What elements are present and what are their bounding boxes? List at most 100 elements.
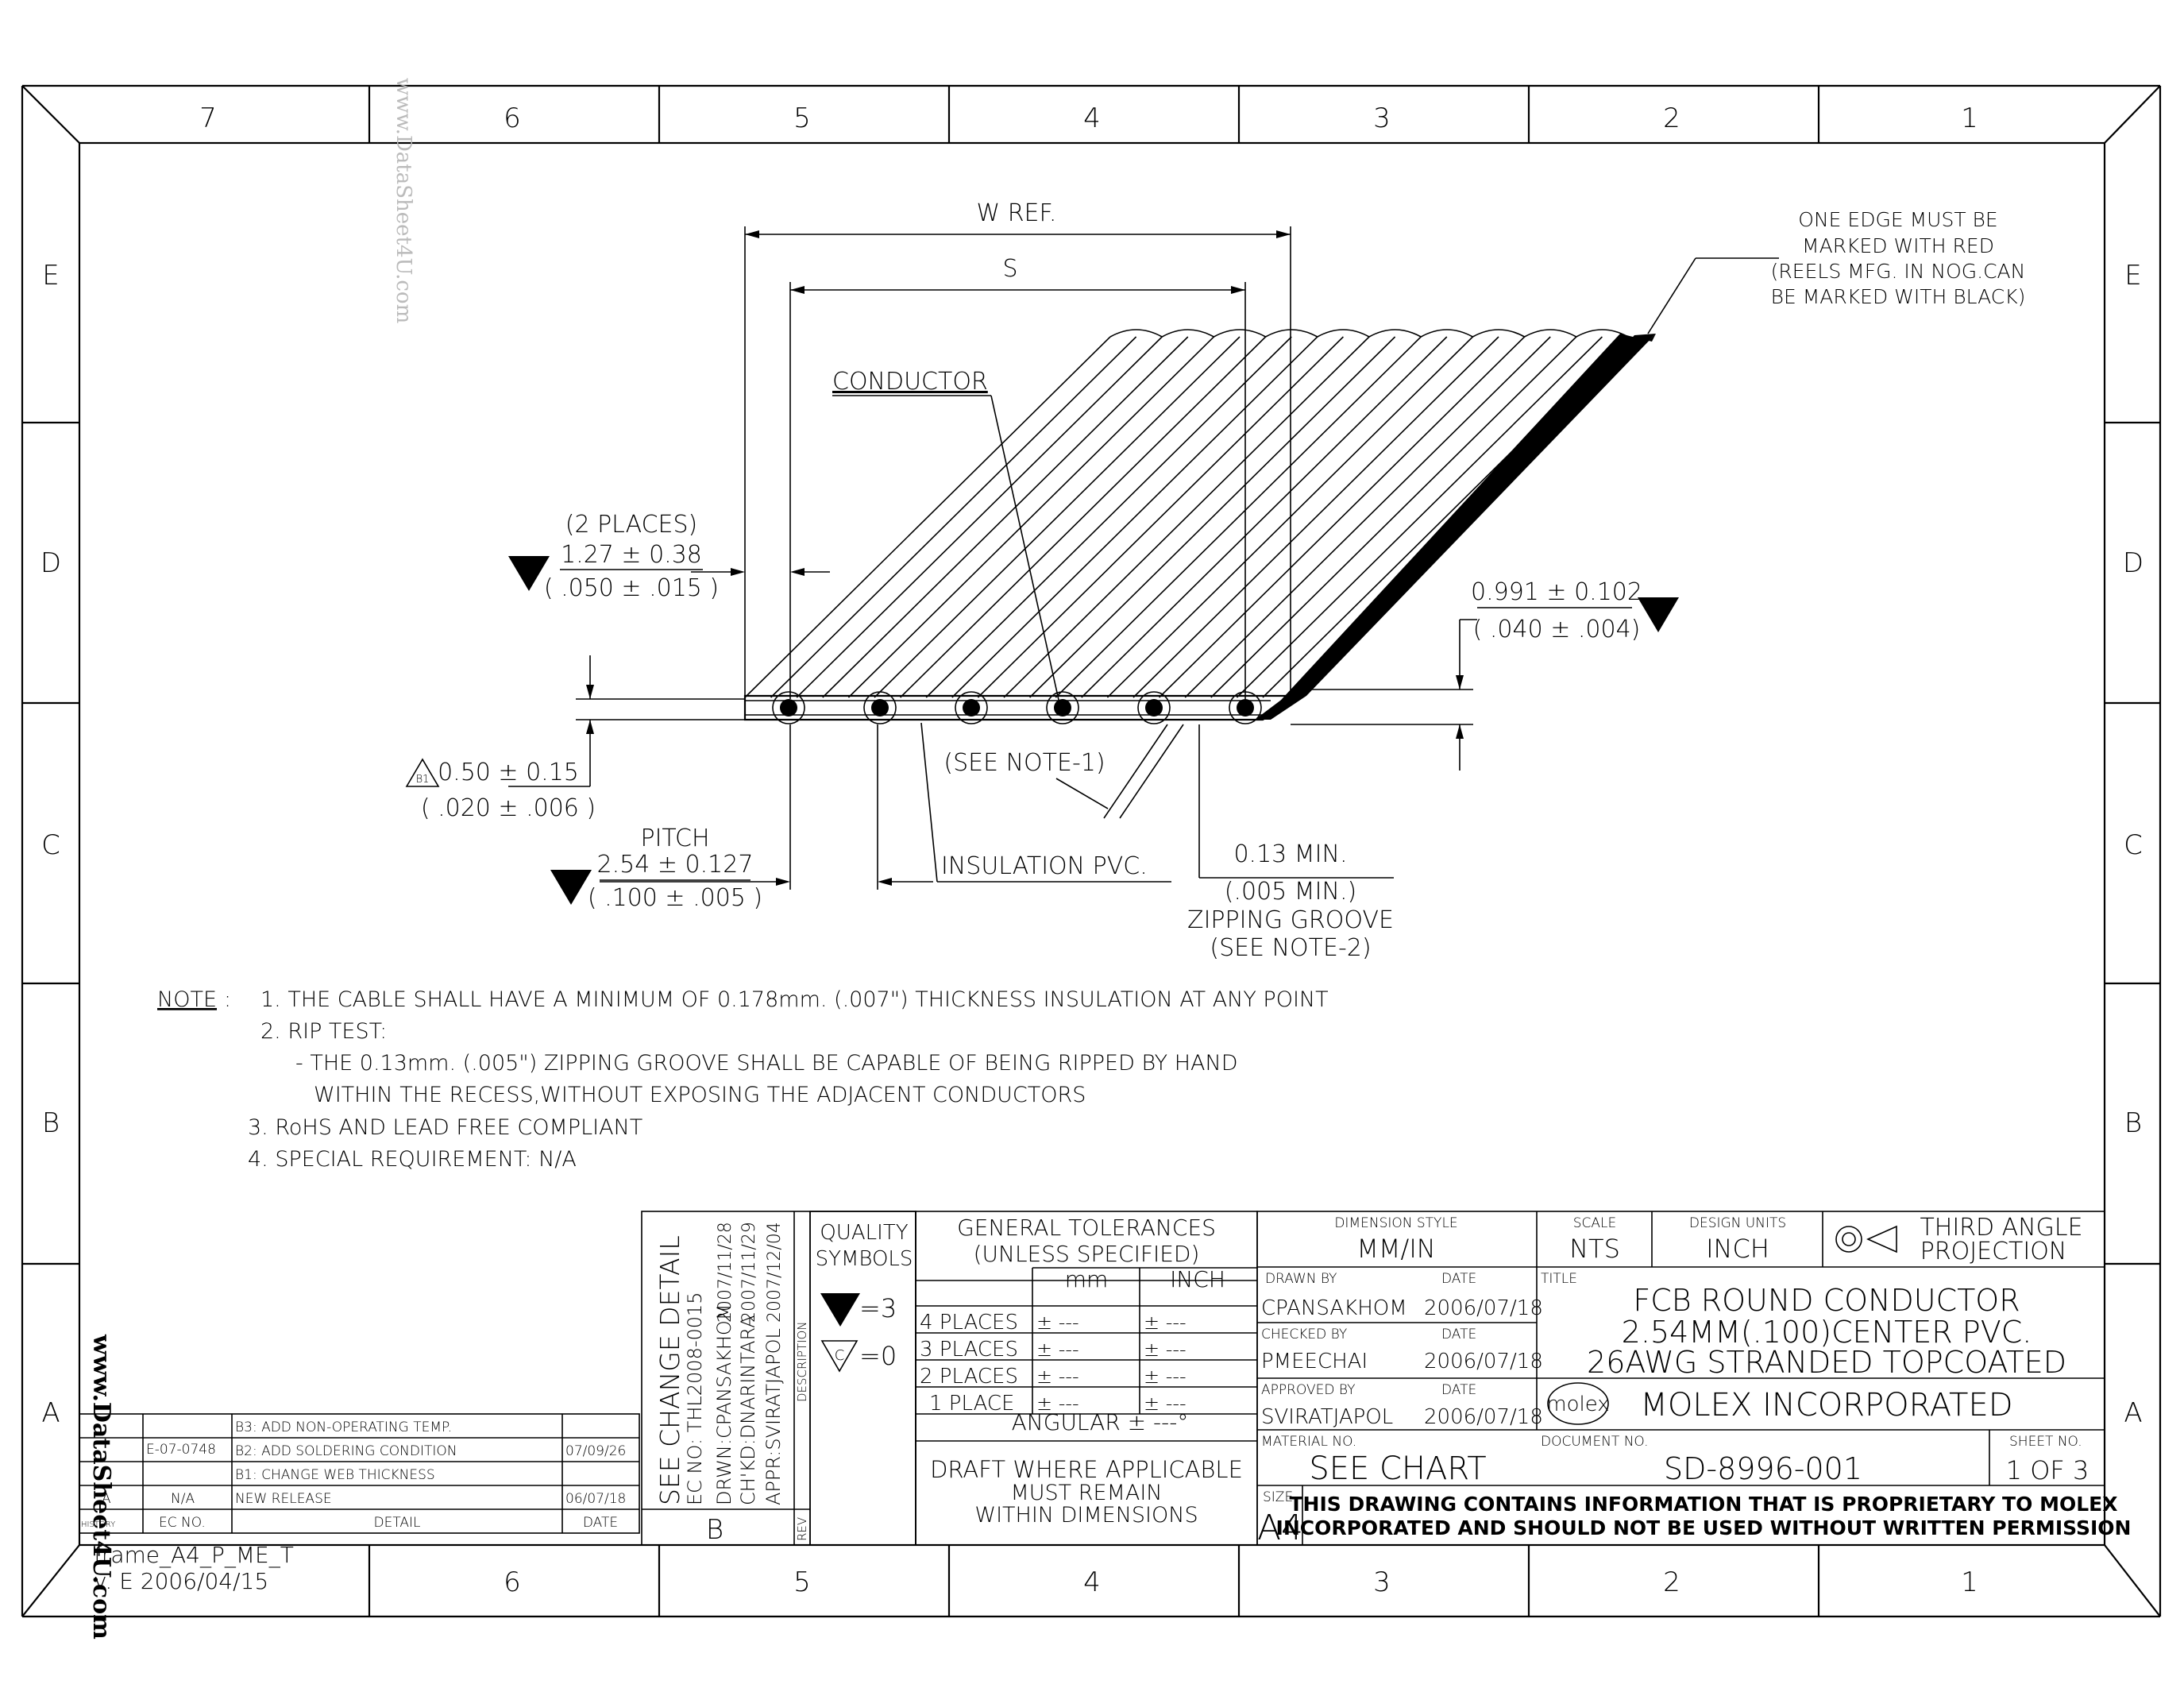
draft-line-1: DRAFT WHERE APPLICABLE [930,1456,1243,1483]
revision-header-ec: EC NO. [159,1515,206,1531]
s-label: S [1002,255,1017,283]
scale-label: SCALE [1573,1215,1617,1231]
dim-0-50: 0.50 ± 0.15 [438,759,579,786]
conductor-insulation [1137,691,1171,724]
revision-table: E-07-0748 B3: ADD NON-OPERATING TEMP. B2… [79,1413,640,1534]
cable-strand-line [951,336,1318,698]
description-label: DESCRIPTION [795,1321,809,1402]
cable-strand-line [925,336,1292,698]
dim-0-020: ( .020 ± .006 ) [421,794,596,822]
tolerance-row-mm: ± --- [1036,1393,1079,1415]
cable-strand-line [1003,336,1370,698]
title-block: DIMENSION STYLE MM/IN SCALE NTS DESIGN U… [1256,1211,2132,1548]
tolerance-row-inch: ± --- [1144,1338,1187,1361]
change-detail-appr-date: 2007/12/04 [765,1222,785,1323]
revision-detail: B3: ADD NON-OPERATING TEMP. [235,1420,452,1435]
tolerances-title-2: (UNLESS SPECIFIED) [974,1241,1200,1267]
note-line-3: - THE 0.13mm. (.005") ZIPPING GROOVE SHA… [295,1051,1237,1076]
checked-date: 2006/07/18 [1424,1350,1543,1373]
dim-1-27: 1.27 ± 0.38 [561,541,702,569]
col-label-top-3: 3 [1373,102,1391,134]
note-line-6: 4. SPECIAL REQUIREMENT: N/A [248,1147,577,1172]
edge-note-line-2: MARKED WITH RED [1802,234,1994,257]
row-label-left-B: B [42,1107,60,1139]
tolerance-row-label: 1 PLACE [929,1392,1014,1416]
revision-ec: E-07-0748 [146,1442,216,1458]
revision-rev: A [102,1491,111,1507]
cable-strand-line [1055,336,1422,698]
min-0-005: (.005 MIN.) [1225,878,1356,906]
quality-triangle-outline-icon [820,1340,859,1373]
edge-note-line-1: ONE EDGE MUST BE [1798,208,1997,231]
revision-header-detail: DETAIL [373,1515,420,1531]
sheet-label: SHEET NO. [2009,1434,2082,1450]
dim-0-100: ( .100 ± .005 ) [588,884,762,912]
cable-strand-line [1236,336,1603,698]
edge-note-line-4: BE MARKED WITH BLACK) [1771,285,2026,308]
conductors [772,691,1262,724]
projection-line-2: PROJECTION [1920,1238,2067,1265]
tolerance-row-mm: ± --- [1036,1365,1079,1388]
size-value: A4 [1257,1508,1303,1548]
conductor-insulation [863,691,897,724]
col-label-top-6: 6 [504,102,521,134]
cable-strand-line [1133,336,1499,698]
projection-line-1: THIRD ANGLE [1920,1214,2082,1242]
note-colon: : [224,987,231,1012]
document-number: SD-8996-001 [1664,1451,1862,1486]
col-label-bottom-4: 4 [1083,1566,1101,1598]
quality-triangle-icon [550,870,592,905]
tolerance-row-label: 2 PLACES [920,1365,1018,1389]
note-line-1: 1. THE CABLE SHALL HAVE A MINIMUM OF 0.1… [260,987,1329,1012]
min-0-13: 0.13 MIN. [1233,840,1347,868]
conductor-label: CONDUCTOR [832,368,988,396]
see-note-1: (SEE NOTE-1) [943,749,1105,777]
quality-symbols: QUALITY SYMBOLS =3 C =0 [809,1211,916,1546]
cable-strand-line [796,336,1163,698]
watermark-left: www.DataSheet4U.com [87,1334,115,1640]
cable-strand-line [822,336,1189,698]
cable-strand-line [1081,336,1448,698]
tolerances-col-inch: INCH [1170,1266,1225,1292]
dim-style-value: MM/IN [1356,1234,1435,1264]
change-detail-chkd: CH'KD:DNARINTARA [737,1315,759,1505]
revision-header-history: HISTORY [81,1520,115,1529]
approved-by: SVIRATJAPOL [1261,1405,1393,1429]
molex-logo: molex [1546,1393,1609,1416]
sheet-number: 1 OF 3 [2006,1455,2089,1485]
conductor-core [1054,699,1071,717]
see-note-2: (SEE NOTE-2) [1210,934,1371,962]
col-label-bottom-1: 1 [1961,1566,1978,1598]
tolerance-row-inch: ± --- [1144,1393,1187,1415]
revision-detail: B2: ADD SOLDERING CONDITION [235,1443,457,1459]
cable-strand-line [744,336,1111,698]
quality-sym-2: =0 [859,1341,897,1371]
checked-date-label: DATE [1441,1327,1476,1342]
rev-value: B [706,1514,723,1546]
material-value: SEE CHART [1309,1450,1486,1487]
col-label-bottom-3: 3 [1373,1566,1391,1598]
proprietary-line-2: INCORPORATED AND SHOULD NOT BE USED WITH… [1276,1516,2132,1539]
molex-logo-icon [1547,1382,1609,1425]
cable-strand-line [1210,336,1577,698]
tolerances-block: GENERAL TOLERANCES (UNLESS SPECIFIED) mm… [915,1211,1258,1546]
design-units-label: DESIGN UNITS [1689,1215,1786,1231]
col-label-bottom-5: 5 [793,1566,811,1598]
tolerances-col-mm: mm [1065,1266,1109,1292]
row-label-left-C: C [41,829,60,861]
row-label-right-C: C [2124,829,2143,861]
row-label-left-E: E [42,260,59,292]
tolerance-row-label: 3 PLACES [920,1338,1018,1362]
change-detail-chkd-date: 2007/11/29 [739,1222,759,1323]
draft-line-2: MUST REMAIN [1010,1481,1162,1505]
tolerance-angular: ANGULAR ± ---° [1012,1409,1189,1435]
approved-date: 2006/07/18 [1424,1405,1543,1429]
col-label-bottom-6: 6 [504,1566,521,1598]
col-label-bottom-2: 2 [1663,1566,1680,1598]
conductor-core [871,699,889,717]
change-detail-drwn-date: 2007/11/28 [716,1222,735,1323]
frame-info-line-2: v. E 2006/04/15 [94,1568,268,1594]
cable-strand-line [900,336,1267,698]
two-places-label: (2 PLACES) [565,511,697,539]
rev-badge-b1: B1 [416,774,430,786]
